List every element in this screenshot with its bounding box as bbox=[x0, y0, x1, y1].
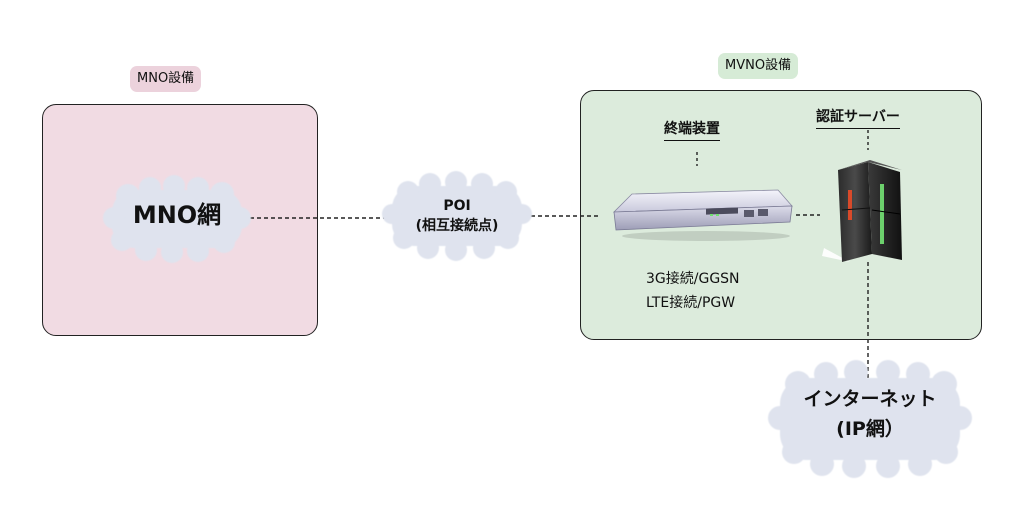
terminal-spec-3g: 3G接続/GGSN bbox=[646, 271, 740, 287]
mno-network-label: MNO網 bbox=[132, 201, 222, 229]
mno-network-cloud bbox=[103, 175, 251, 263]
poi-title: POI bbox=[443, 198, 471, 214]
internet-subtitle: (IP網） bbox=[836, 418, 904, 440]
poi-cloud bbox=[382, 171, 532, 261]
internet-label: インターネット (IP網） bbox=[780, 384, 960, 444]
rack-router-icon bbox=[613, 189, 793, 241]
tower-server-icon bbox=[822, 160, 902, 262]
mno-equipment-tag: MNO設備 bbox=[130, 66, 202, 92]
internet-title: インターネット bbox=[803, 388, 937, 410]
poi-label: POI (相互接続点) bbox=[392, 196, 522, 236]
internet-cloud bbox=[768, 360, 972, 478]
auth-server-label: 認証サーバー bbox=[816, 108, 900, 129]
poi-subtitle: (相互接続点) bbox=[415, 218, 499, 234]
mvno-equipment-tag: MVNO設備 bbox=[718, 53, 799, 79]
terminal-device-label: 終端装置 bbox=[664, 120, 720, 141]
terminal-spec-lte: LTE接続/PGW bbox=[646, 295, 736, 311]
